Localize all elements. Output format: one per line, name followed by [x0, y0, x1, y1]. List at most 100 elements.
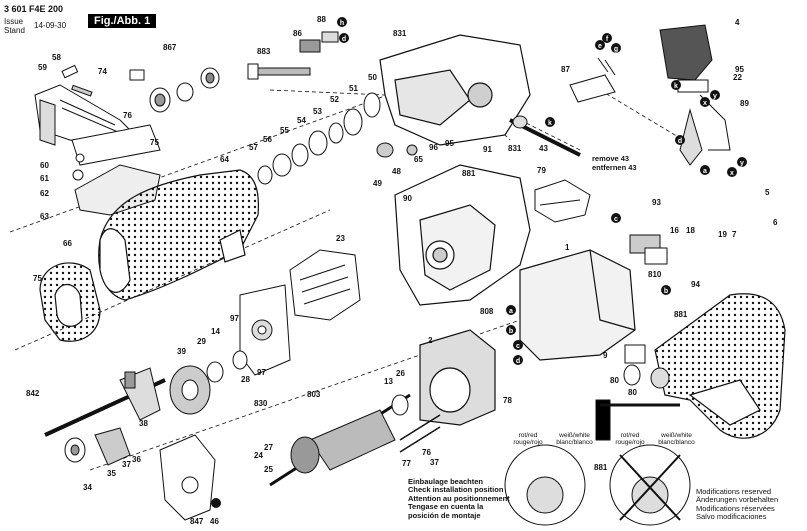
part-label: 37: [430, 458, 439, 467]
part-label: 89: [740, 99, 749, 108]
svg-text:b: b: [664, 288, 668, 295]
part-label: 86: [293, 29, 302, 38]
issue-label: Issue: [4, 17, 24, 26]
part-label: 48: [392, 167, 401, 176]
part-label: 74: [98, 67, 107, 76]
part-label: 26: [396, 369, 405, 378]
part-label: 65: [414, 155, 423, 164]
part-label: 95: [735, 65, 744, 74]
svg-text:c: c: [614, 216, 618, 223]
part-label: 78: [503, 396, 512, 405]
filter-module: [569, 57, 616, 103]
part-label: 80: [628, 388, 637, 397]
part-label: 88: [317, 15, 326, 24]
part-label: 94: [691, 280, 700, 289]
part-label: 28: [241, 375, 250, 384]
part-label: 14: [211, 327, 220, 336]
svg-text:h: h: [340, 20, 344, 27]
part-label: 18: [686, 226, 695, 235]
stand-label: Stand: [4, 26, 25, 35]
part-label: 881: [674, 310, 688, 319]
part-label: 91: [483, 145, 492, 154]
part-label: 79: [537, 166, 546, 175]
part-label: 27: [264, 443, 273, 452]
gear-case-831: [379, 34, 531, 146]
doc-number: 3 601 F4E 200: [4, 4, 64, 14]
part-label: 7: [732, 230, 737, 239]
stator-2: [419, 329, 496, 426]
svg-text:c: c: [516, 343, 520, 350]
part-label: 61: [40, 174, 49, 183]
svg-text:x: x: [730, 170, 734, 177]
part-numbers: 59 58 74 867 76 75 60 61 62 63 64 883 86…: [26, 15, 778, 526]
figure-label: Fig./Abb. 1: [88, 14, 157, 28]
part-label: 97: [257, 368, 266, 377]
part-label: 881: [594, 463, 608, 472]
part-label: 59: [38, 63, 47, 72]
blade-clamp: [247, 31, 339, 80]
gear-housing: [394, 164, 531, 306]
svg-text:a: a: [703, 168, 707, 175]
bearing-flange: [239, 284, 291, 376]
part-label: 97: [230, 314, 239, 323]
part-label: 830: [254, 399, 268, 408]
svg-text:k: k: [548, 120, 552, 127]
part-label: 36: [132, 455, 141, 464]
letter-markers: h d e f g k k x y d a x y c b a b c d: [211, 17, 747, 508]
svg-text:g: g: [614, 46, 618, 53]
part-label: 54: [297, 116, 306, 125]
part-label: 22: [733, 73, 742, 82]
part-label: 803: [307, 390, 321, 399]
armature-803: [269, 393, 411, 487]
part-label: 55: [280, 126, 289, 135]
flange-35: [64, 427, 131, 466]
part-label: 6: [773, 218, 778, 227]
bearing-set-867: [129, 67, 220, 113]
spring-and-pin: [61, 64, 93, 97]
svg-text:d: d: [516, 358, 520, 365]
part-label: 16: [670, 226, 679, 235]
gear-39: [169, 350, 248, 415]
svg-text:b: b: [509, 328, 513, 335]
front-housing: [98, 169, 260, 301]
part-label: 75: [150, 138, 159, 147]
detail-insets: [504, 399, 691, 526]
part-label: 19: [718, 230, 727, 239]
svg-text:a: a: [509, 308, 513, 315]
motor-housing: [519, 249, 636, 361]
part-label: 76: [123, 111, 132, 120]
part-label: 53: [313, 107, 322, 116]
part-label: 34: [83, 483, 92, 492]
fan-23: [289, 249, 361, 321]
part-label: 38: [139, 419, 148, 428]
part-label: 66: [63, 239, 72, 248]
brush-holder: [629, 234, 668, 265]
part-label: 43: [539, 144, 548, 153]
lever-plate: [71, 124, 161, 166]
part-label: 842: [26, 389, 40, 398]
part-label: 90: [403, 194, 412, 203]
part-label: 810: [648, 270, 662, 279]
part-label: 63: [40, 212, 49, 221]
part-label: 883: [257, 47, 271, 56]
part-label: 52: [330, 95, 339, 104]
part-label: 4: [735, 18, 740, 27]
part-label: 2: [428, 336, 433, 345]
part-label: 77: [402, 459, 411, 468]
part-label: 76: [422, 448, 431, 457]
issue-date: 14-09-30: [34, 21, 67, 30]
part-label: 35: [107, 469, 116, 478]
part-label: 46: [210, 517, 219, 526]
svg-text:y: y: [713, 93, 717, 100]
part-label: 831: [508, 144, 522, 153]
svg-text:e: e: [598, 43, 602, 50]
part-label: 847: [190, 517, 204, 526]
part-label: 62: [40, 189, 49, 198]
rear-handle: [654, 293, 786, 439]
part-label: 50: [368, 73, 377, 82]
part-label: 57: [249, 143, 258, 152]
